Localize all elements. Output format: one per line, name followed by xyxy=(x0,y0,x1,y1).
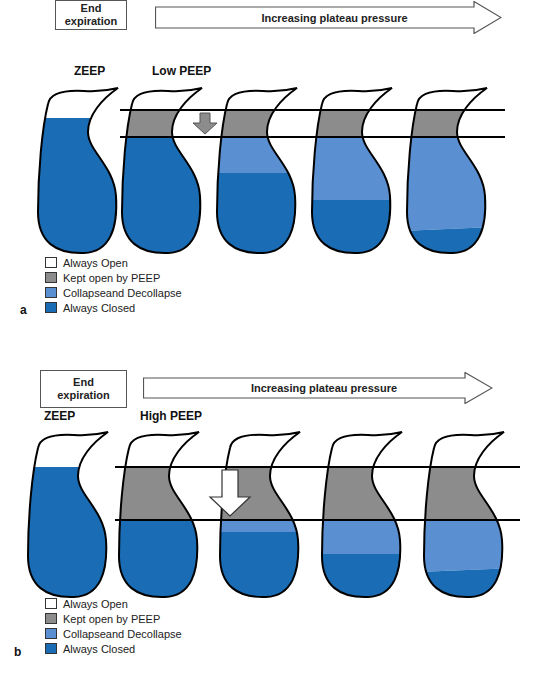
lung xyxy=(115,88,210,258)
lung xyxy=(417,432,512,602)
lung xyxy=(400,88,495,258)
legend-text: Always Open xyxy=(63,257,128,269)
legend-swatch xyxy=(45,598,57,609)
recruit-region xyxy=(315,520,410,554)
recruit-region xyxy=(400,137,495,231)
legend-row: Always Open xyxy=(45,597,128,610)
legend-row: Kept open by PEEP xyxy=(45,612,160,625)
legend-row: Always Closed xyxy=(45,301,135,314)
phase-box: End expiration xyxy=(55,0,127,30)
condition-label: ZEEP xyxy=(74,64,105,78)
lung xyxy=(31,88,126,258)
lung xyxy=(112,432,207,602)
legend-row: Collapseand Decollapse xyxy=(45,627,182,640)
lung xyxy=(305,88,400,258)
closed-region xyxy=(112,520,207,602)
closed-region xyxy=(305,200,400,258)
box-label: End expiration xyxy=(53,376,114,402)
legend-swatch xyxy=(45,628,57,639)
phase-box: End expiration xyxy=(40,370,127,408)
arrow-outline xyxy=(156,2,502,34)
down-arrow xyxy=(210,470,250,516)
legend-swatch xyxy=(45,613,57,624)
lung xyxy=(213,432,308,602)
condition-label: High PEEP xyxy=(140,409,202,423)
legend-row: Always Open xyxy=(45,256,128,269)
lung xyxy=(21,432,116,602)
lung-outline xyxy=(122,88,202,253)
legend-text: Always Closed xyxy=(63,643,135,655)
legend-swatch xyxy=(45,302,57,313)
condition-label: ZEEP xyxy=(44,409,75,423)
legend-text: Collapseand Decollapse xyxy=(63,628,182,640)
level-line xyxy=(115,519,520,521)
legend-swatch xyxy=(45,287,57,298)
condition-label: Low PEEP xyxy=(152,64,211,78)
peep-region xyxy=(315,467,410,520)
legend-row: Always Closed xyxy=(45,642,135,655)
legend-row: Collapseand Decollapse xyxy=(45,286,182,299)
recruit-region xyxy=(417,520,512,572)
arrow-label: Increasing plateau pressure xyxy=(183,378,465,398)
recruit-region xyxy=(305,137,400,200)
lung-outline xyxy=(312,88,392,253)
level-line xyxy=(120,136,505,138)
legend-swatch xyxy=(45,257,57,268)
arrow-label: Increasing plateau pressure xyxy=(195,7,474,28)
lung-outline xyxy=(322,432,402,597)
arrow-outline xyxy=(144,373,493,404)
lung xyxy=(315,432,410,602)
legend-text: Always Closed xyxy=(63,302,135,314)
closed-region xyxy=(213,532,308,602)
legend-swatch xyxy=(45,643,57,654)
lung-outline xyxy=(119,432,199,597)
lung-outline xyxy=(424,432,504,597)
down-arrow xyxy=(193,113,217,134)
panel-letter: b xyxy=(14,645,21,659)
level-line xyxy=(120,109,505,111)
lung-outline xyxy=(28,432,108,597)
legend-text: Always Open xyxy=(63,598,128,610)
legend-text: Kept open by PEEP xyxy=(63,613,160,625)
legend-text: Collapseand Decollapse xyxy=(63,287,182,299)
lung-outline xyxy=(217,88,297,253)
pressure-arrow: Increasing plateau pressure xyxy=(155,1,502,34)
lung-outline xyxy=(407,88,487,253)
recruit-region xyxy=(210,137,305,173)
legend-text: Kept open by PEEP xyxy=(63,272,160,284)
peep-region xyxy=(112,467,207,520)
panel-letter: a xyxy=(20,303,27,317)
legend-row: Kept open by PEEP xyxy=(45,271,160,284)
box-label: End expiration xyxy=(62,2,120,28)
closed-region xyxy=(210,173,305,258)
legend-swatch xyxy=(45,272,57,283)
lung xyxy=(210,88,305,258)
peep-region xyxy=(417,467,512,520)
level-line xyxy=(115,466,520,468)
lung-outline xyxy=(38,88,118,253)
pressure-arrow: Increasing plateau pressure xyxy=(143,372,493,404)
